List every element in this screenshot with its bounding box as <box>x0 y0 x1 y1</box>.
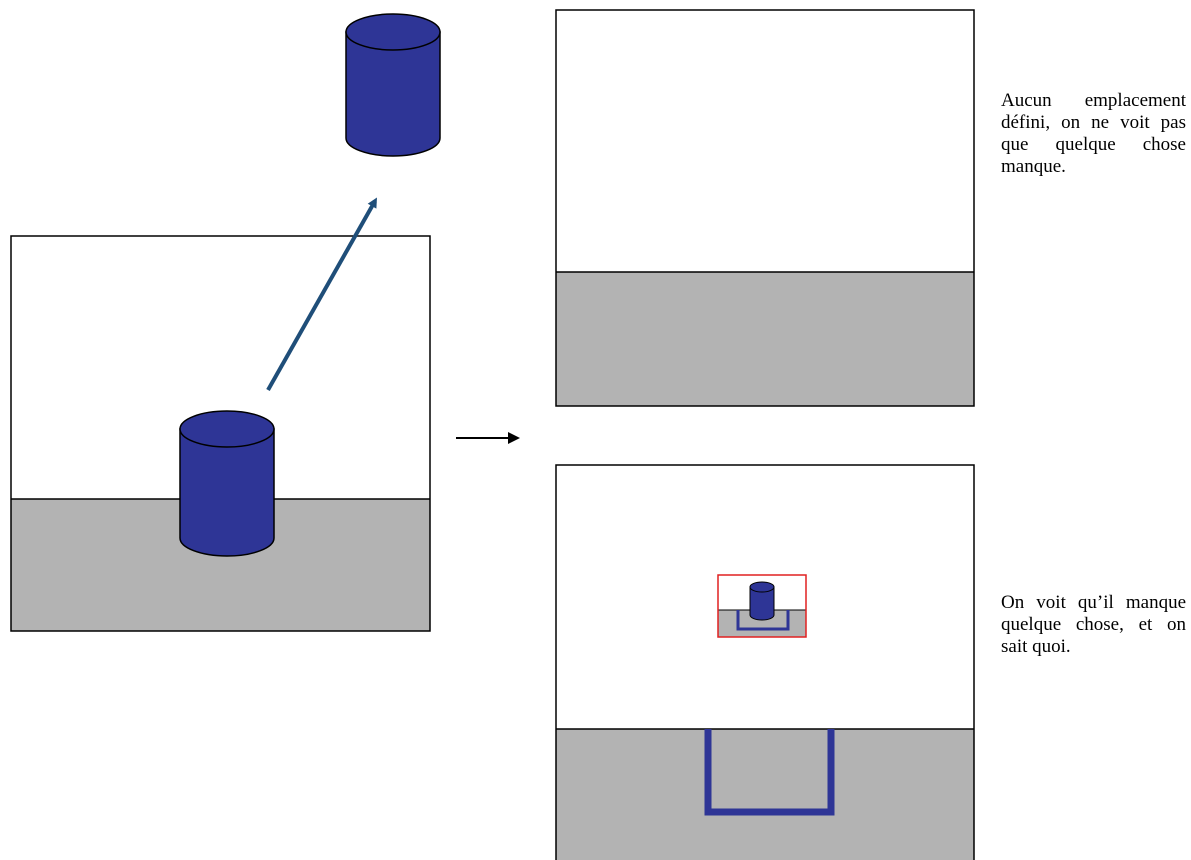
missing-object-thumbnail <box>717 574 807 638</box>
original-scene-frame <box>10 235 431 632</box>
floating-cylinder-icon <box>345 13 441 157</box>
lift-arrow-icon <box>266 197 377 391</box>
placeholder-scene-frame <box>555 464 975 860</box>
scene-cylinder-icon <box>179 410 275 557</box>
caption-with-placeholder: On voit qu’il manque quelque chose, et o… <box>1001 592 1186 692</box>
thumbnail-cylinder-icon <box>749 581 775 621</box>
caption-top-text: Aucun emplacement défini, on ne voit pas… <box>1001 90 1186 177</box>
empty-scene-frame <box>555 9 975 407</box>
caption-no-placeholder: Aucun emplacement défini, on ne voit pas… <box>1001 90 1186 266</box>
caption-bottom-text: On voit qu’il manque quelque chose, et o… <box>1001 592 1186 657</box>
empty-slot-outline <box>704 729 835 816</box>
